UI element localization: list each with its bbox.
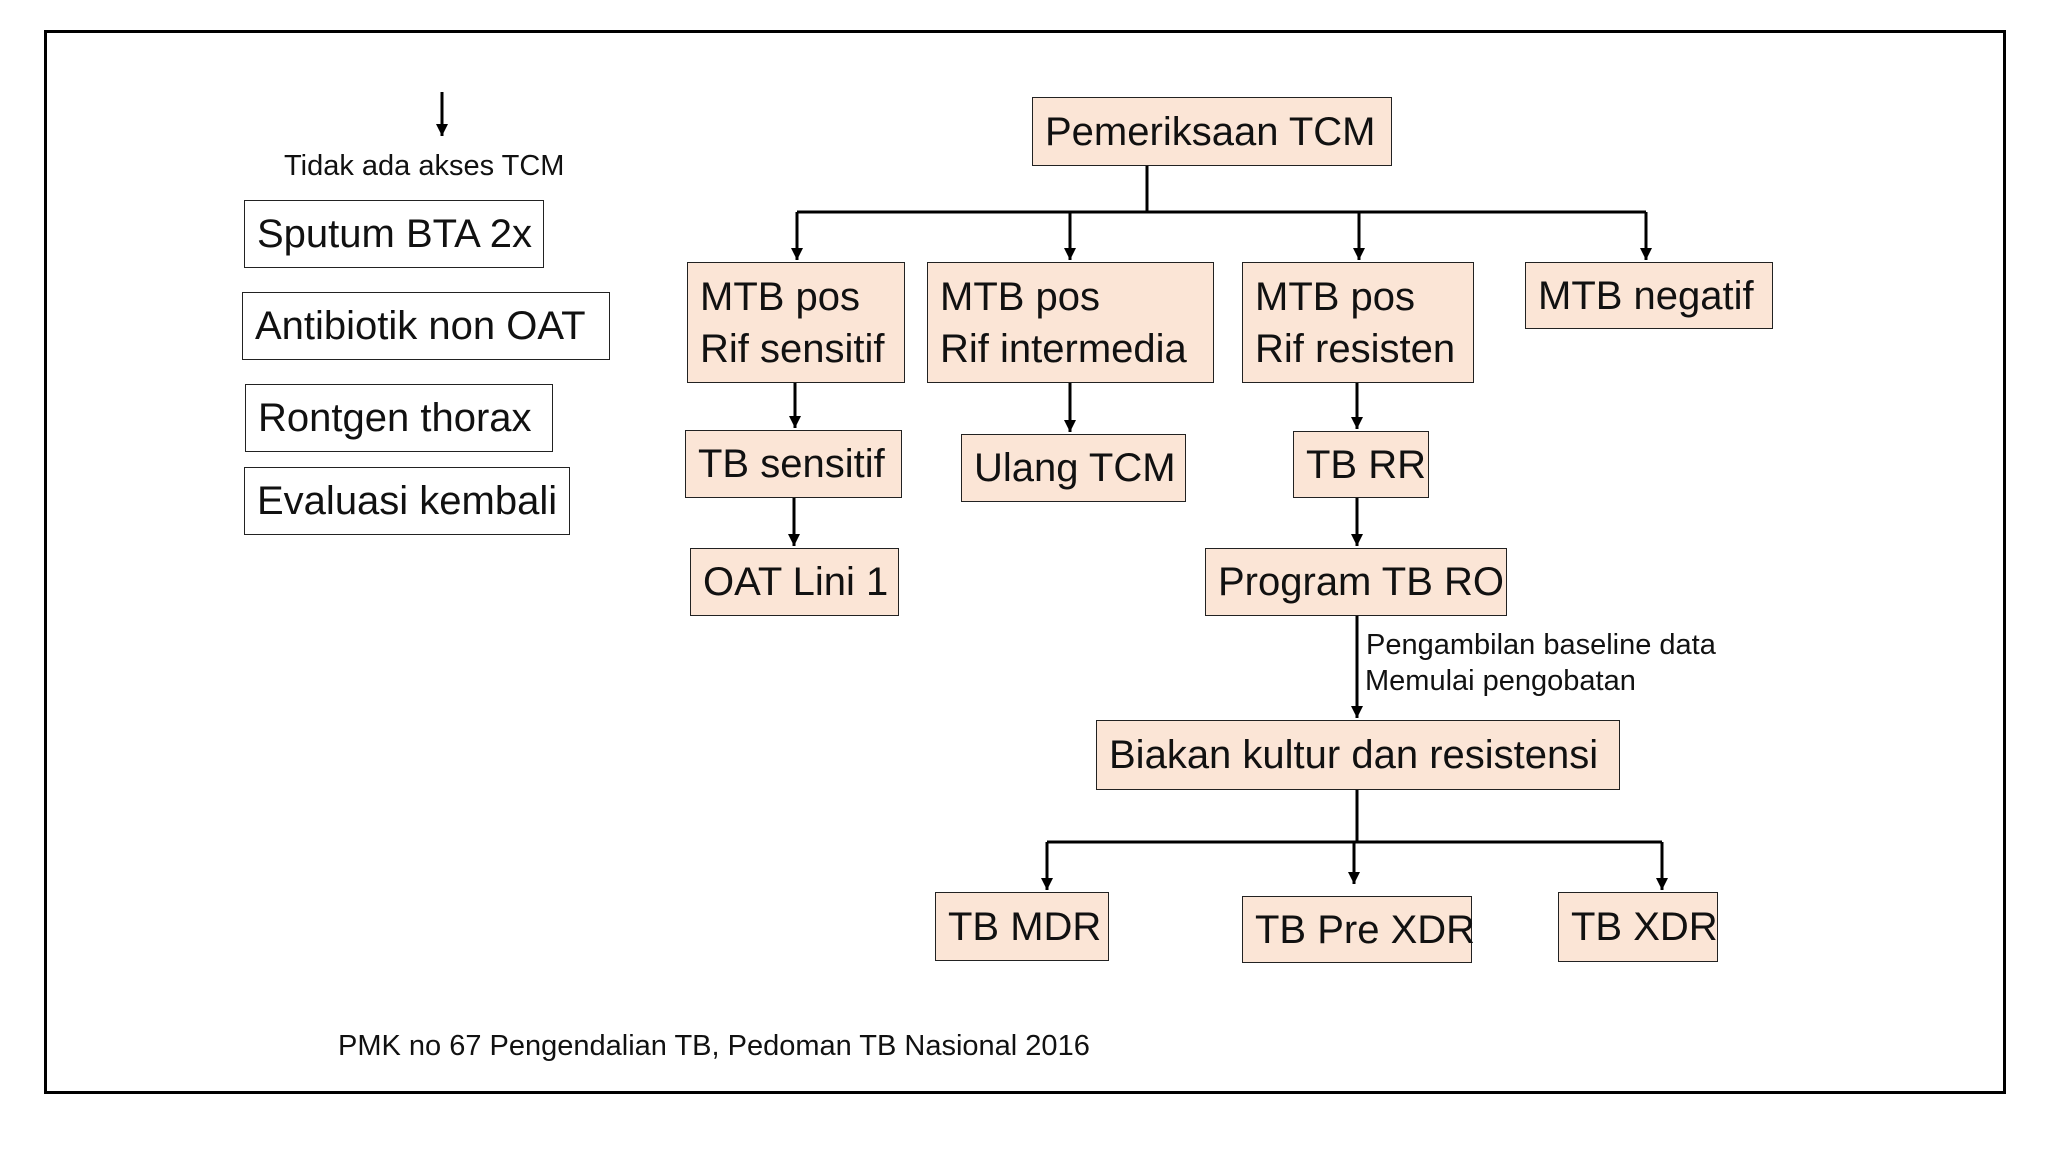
evaluasi-box: Evaluasi kembali bbox=[244, 467, 570, 535]
antibiotik-box: Antibiotik non OAT bbox=[242, 292, 610, 360]
root-pemeriksaan-tcm: Pemeriksaan TCM bbox=[1032, 97, 1392, 166]
rif-resisten-line2: Rif resisten bbox=[1255, 326, 1456, 371]
rif-sensitif-line2: Rif sensitif bbox=[700, 326, 885, 371]
edge-note-pengobatan: Memulai pengobatan bbox=[1365, 665, 1636, 697]
mtb-negatif: MTB negatif bbox=[1525, 262, 1773, 329]
rif-resisten-line1: MTB pos bbox=[1255, 274, 1416, 319]
tb-pre-xdr: TB Pre XDR bbox=[1242, 896, 1475, 963]
program-tb-ro: Program TB RO bbox=[1205, 548, 1507, 616]
tb-mdr: TB MDR bbox=[935, 892, 1109, 961]
rif-intermedia-line2: Rif intermedia bbox=[940, 326, 1187, 371]
sputum-bta-box: Sputum BTA 2x bbox=[244, 200, 544, 268]
tb-sensitif: TB sensitif bbox=[685, 430, 902, 498]
mtb-pos-rif-sensitif: MTB pos Rif sensitif bbox=[687, 262, 905, 383]
biakan-kultur: Biakan kultur dan resistensi bbox=[1096, 720, 1620, 790]
no-tcm-access-label: Tidak ada akses TCM bbox=[284, 150, 565, 182]
tb-xdr: TB XDR bbox=[1558, 892, 1718, 962]
edge-note-baseline: Pengambilan baseline data bbox=[1366, 629, 1716, 661]
tb-rr: TB RR bbox=[1293, 431, 1429, 498]
oat-lini-1: OAT Lini 1 bbox=[690, 548, 899, 616]
footer-reference: PMK no 67 Pengendalian TB, Pedoman TB Na… bbox=[338, 1030, 1090, 1062]
rontgen-box: Rontgen thorax bbox=[245, 384, 553, 452]
rif-sensitif-line1: MTB pos bbox=[700, 274, 861, 319]
mtb-pos-rif-intermedia: MTB pos Rif intermedia bbox=[927, 262, 1214, 383]
diagram-frame bbox=[44, 30, 2006, 1094]
rif-intermedia-line1: MTB pos bbox=[940, 274, 1101, 319]
mtb-pos-rif-resisten: MTB pos Rif resisten bbox=[1242, 262, 1474, 383]
ulang-tcm: Ulang TCM bbox=[961, 434, 1186, 502]
